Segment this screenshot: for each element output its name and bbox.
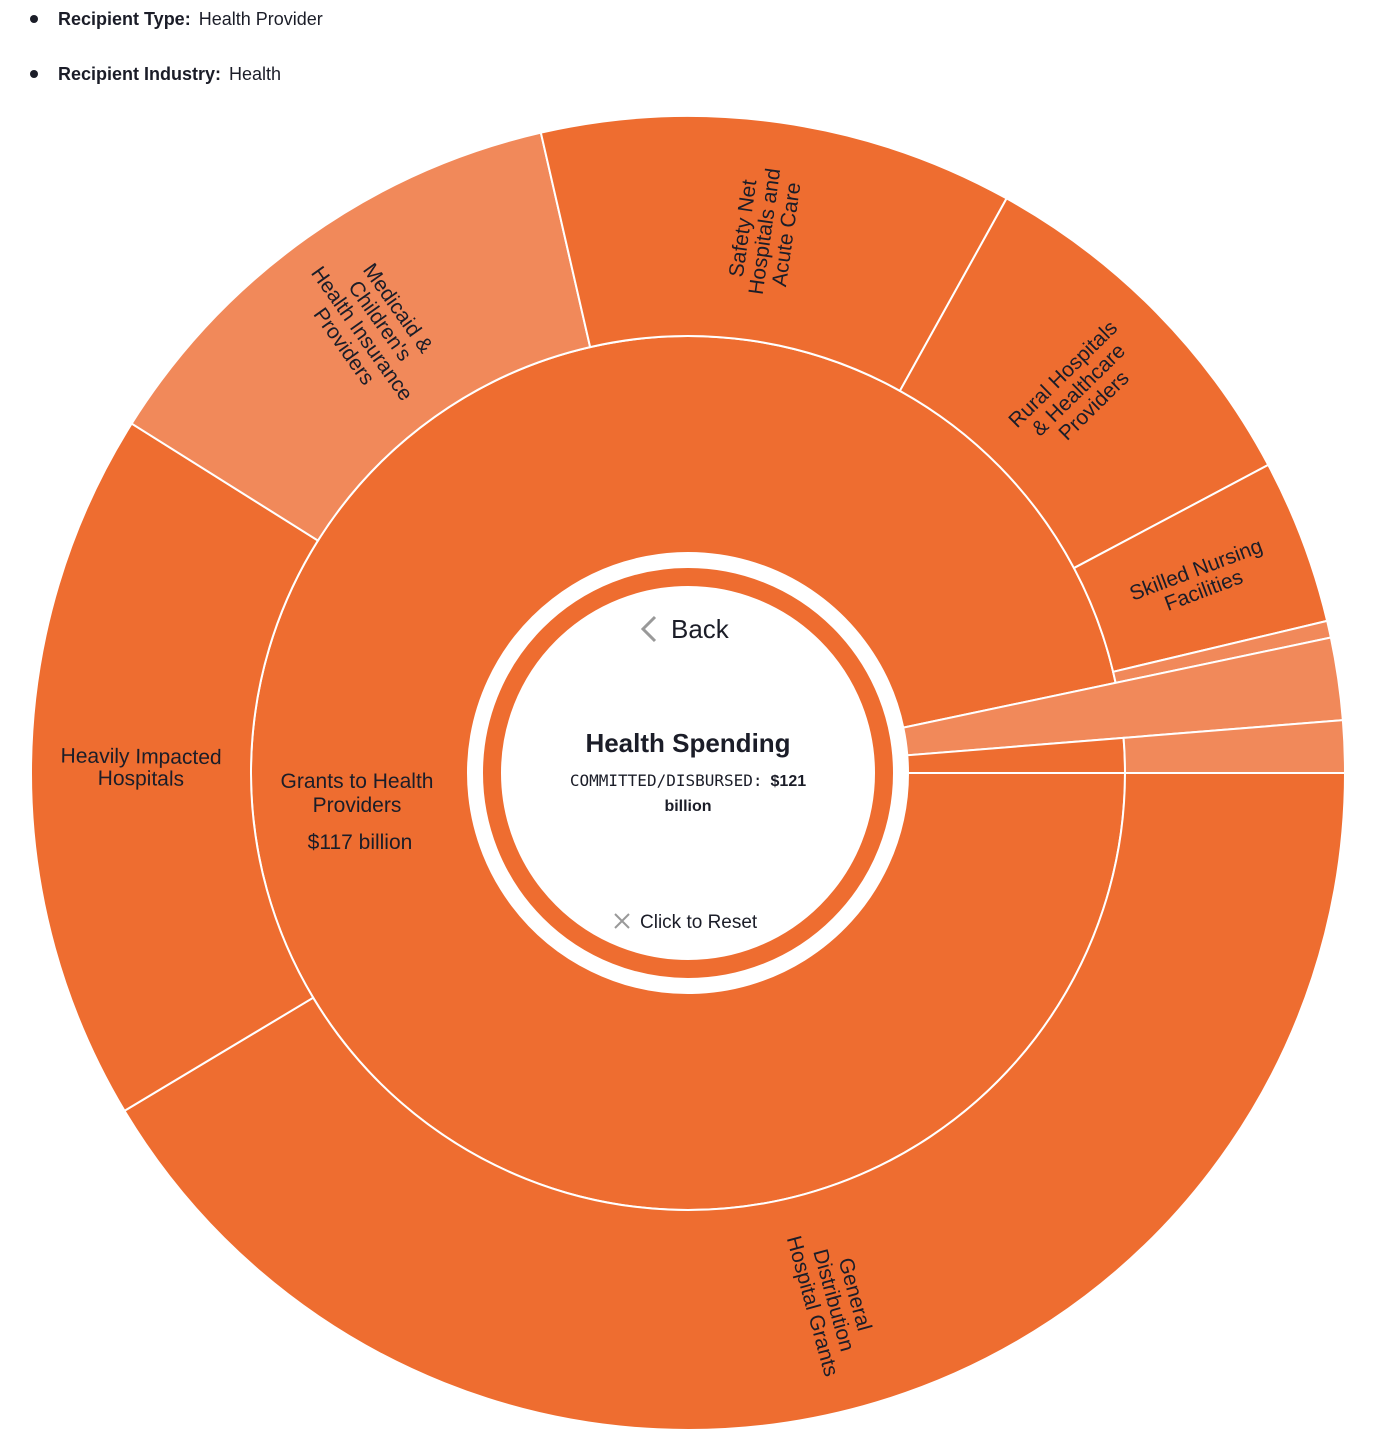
- filter-recipient-industry: Recipient Industry: Health: [30, 61, 323, 87]
- close-icon: [614, 913, 630, 929]
- bullet-icon: [30, 70, 38, 78]
- center-ring: [483, 568, 893, 978]
- chevron-left-icon: [640, 615, 657, 643]
- filter-recipient-type: Recipient Type: Health Provider: [30, 6, 323, 32]
- filter-value: Health: [229, 63, 282, 84]
- center-title: Health Spending: [585, 728, 790, 758]
- segment-label: Safety NetHospitals andAcute Care: [723, 164, 807, 299]
- filter-list: Recipient Type: Health Provider Recipien…: [30, 6, 323, 116]
- filter-value: Health Provider: [198, 8, 323, 29]
- center-reset-button[interactable]: Back Health Spending COMMITTED/DISBURSED…: [468, 553, 908, 993]
- group-label-line: Grants to Health: [281, 770, 434, 793]
- group-value: $117 billion: [308, 831, 413, 854]
- reset-label: Click to Reset: [640, 912, 758, 933]
- center-background: [468, 553, 908, 993]
- metric-unit: billion: [664, 798, 711, 815]
- segment-child-2[interactable]: [130, 131, 592, 542]
- filter-label: Recipient Type:: [58, 8, 191, 29]
- back-button[interactable]: Back: [640, 614, 730, 644]
- segment-child-0[interactable]: [1122, 719, 1347, 774]
- bullet-icon: [30, 15, 38, 23]
- segment-child-0[interactable]: [123, 772, 1347, 1431]
- metric-value: $121: [771, 773, 807, 790]
- segment-child-1[interactable]: [30, 422, 320, 1113]
- center-metric: COMMITTED/DISBURSED: $121: [570, 771, 806, 790]
- segment-label-line: Hospitals: [98, 767, 185, 791]
- metric-label: COMMITTED/DISBURSED:: [570, 771, 763, 790]
- segment-label-line: Heavily Impacted: [60, 744, 221, 769]
- filter-label: Recipient Industry:: [58, 63, 222, 84]
- group-label-line: Providers: [313, 794, 402, 817]
- back-label: Back: [671, 614, 730, 644]
- segment-label: Heavily ImpactedHospitals: [60, 744, 222, 791]
